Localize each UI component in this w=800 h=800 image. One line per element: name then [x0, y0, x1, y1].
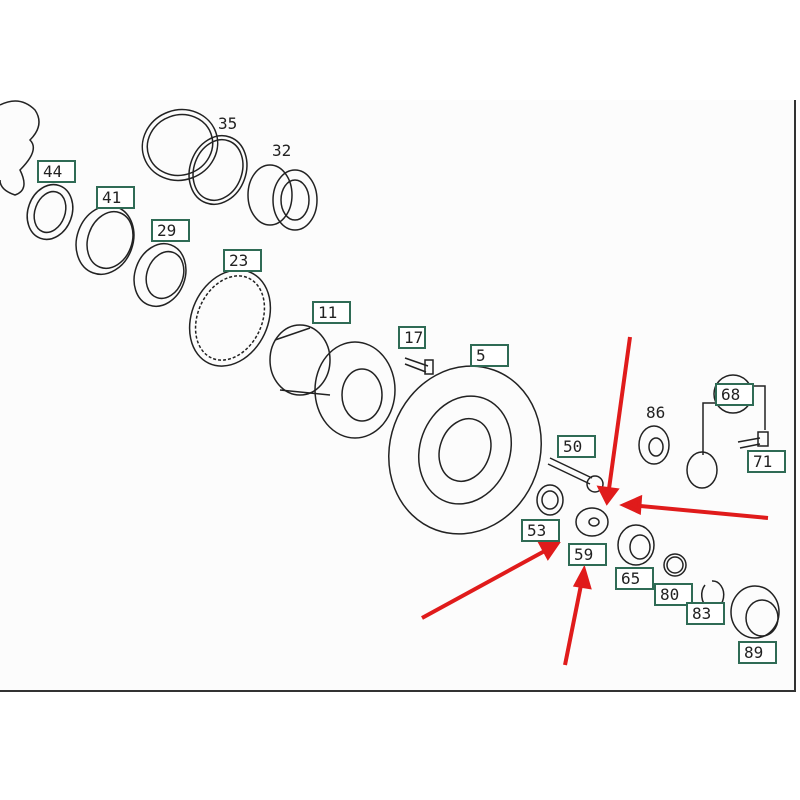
part-71-bolt [737, 431, 769, 449]
part-11-hub-sleeve [269, 324, 396, 439]
part-23-bearing-cage [188, 269, 272, 367]
arrow-4 [563, 574, 585, 666]
label-59: 59 [568, 543, 607, 566]
part-80-ring [663, 553, 687, 577]
part-17-bolt [404, 357, 434, 375]
part-30-snap-ring [141, 108, 219, 182]
part-29-bearing [133, 242, 187, 308]
label-65: 65 [615, 567, 654, 590]
label-71: 71 [747, 450, 786, 473]
arrow-3 [421, 545, 553, 620]
arrow-2 [629, 503, 769, 520]
label-35: 35 [218, 114, 238, 133]
label-89: 89 [738, 641, 777, 664]
label-86: 86 [646, 403, 666, 422]
housing-outline [0, 100, 40, 196]
label-11: 11 [312, 301, 351, 324]
part-44-seal [26, 183, 74, 241]
label-44: 44 [37, 160, 76, 183]
part-86-seal [638, 425, 670, 465]
label-17: 17 [398, 326, 426, 349]
label-50: 50 [557, 435, 596, 458]
label-68: 68 [715, 383, 754, 406]
part-35-ring [188, 134, 248, 206]
red-arrows [421, 336, 769, 666]
arrow-1 [606, 336, 632, 497]
label-23: 23 [223, 249, 262, 272]
label-83: 83 [686, 602, 725, 625]
label-53: 53 [521, 519, 560, 542]
label-41: 41 [96, 186, 135, 209]
part-5-flange [388, 365, 542, 535]
part-32-bearing [247, 164, 318, 231]
part-65-nut [617, 524, 655, 566]
part-89-cap [730, 585, 780, 639]
label-80: 80 [654, 583, 693, 606]
part-41-race [75, 204, 135, 276]
label-5: 5 [470, 344, 509, 367]
part-50-bolt [547, 457, 604, 493]
label-29: 29 [151, 219, 190, 242]
label-32: 32 [272, 141, 292, 160]
part-59-washer [575, 507, 609, 537]
part-53-bearing [536, 484, 564, 516]
